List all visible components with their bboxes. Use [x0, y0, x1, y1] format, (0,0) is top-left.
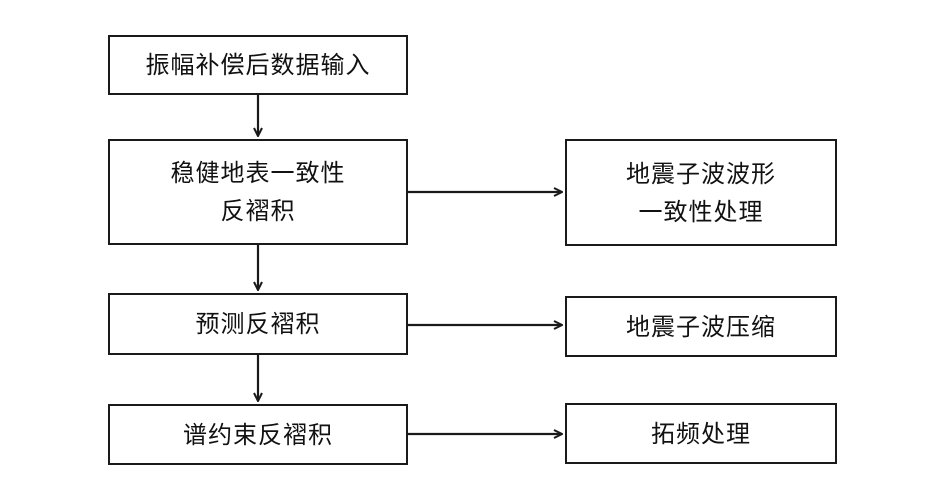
robust-decon-label-line1: 稳健地表一致性 — [170, 159, 346, 187]
wavelet-consistency-box: 地震子波波形 一致性处理 — [565, 139, 837, 246]
bandwidth-extension-box: 拓频处理 — [565, 403, 837, 464]
wavelet-consistency-label-line1: 地震子波波形 — [626, 159, 776, 188]
spectral-decon-label: 谱约束反褶积 — [183, 420, 333, 449]
data-input-label: 振幅补偿后数据输入 — [145, 51, 371, 79]
robust-decon-label-line2: 反褶积 — [220, 197, 296, 225]
data-input-box: 振幅补偿后数据输入 — [108, 35, 408, 95]
wavelet-compression-box: 地震子波压缩 — [565, 296, 837, 357]
wavelet-consistency-label-line2: 一致性处理 — [638, 197, 764, 226]
spectral-constrained-deconvolution-box: 谱约束反褶积 — [108, 404, 408, 465]
predictive-decon-label: 预测反褶积 — [195, 310, 321, 338]
bandwidth-extension-label: 拓频处理 — [651, 419, 751, 448]
wavelet-compression-label: 地震子波压缩 — [626, 312, 776, 341]
predictive-deconvolution-box: 预测反褶积 — [108, 293, 408, 355]
robust-surface-consistent-deconvolution-box: 稳健地表一致性 反褶积 — [108, 139, 408, 245]
